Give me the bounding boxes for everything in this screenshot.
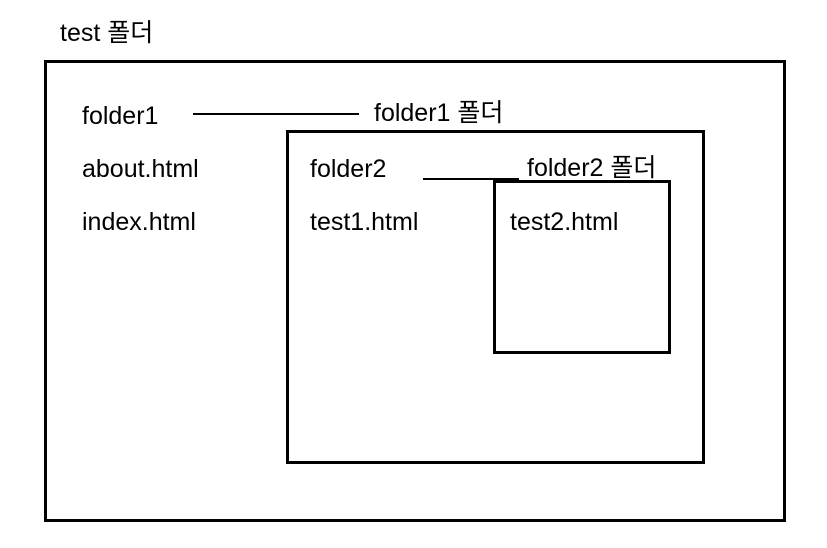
folder2-caption: folder2 폴더 xyxy=(527,154,657,182)
callout-line-folder2 xyxy=(423,178,519,180)
outer-entry-index-html: index.html xyxy=(82,208,196,236)
folder1-entry-folder2: folder2 xyxy=(310,155,387,183)
outer-folder-caption: test 폴더 xyxy=(60,19,154,47)
outer-entry-folder1: folder1 xyxy=(82,102,159,130)
folder2-entry-test2-html: test2.html xyxy=(510,208,619,236)
outer-entry-about-html: about.html xyxy=(82,155,199,183)
outer-folder-box xyxy=(44,60,786,522)
folder2-box xyxy=(493,180,671,354)
folder1-entry-test1-html: test1.html xyxy=(310,208,419,236)
folder1-box xyxy=(286,130,705,464)
callout-line-folder1 xyxy=(193,113,359,115)
folder1-caption: folder1 폴더 xyxy=(374,99,504,127)
